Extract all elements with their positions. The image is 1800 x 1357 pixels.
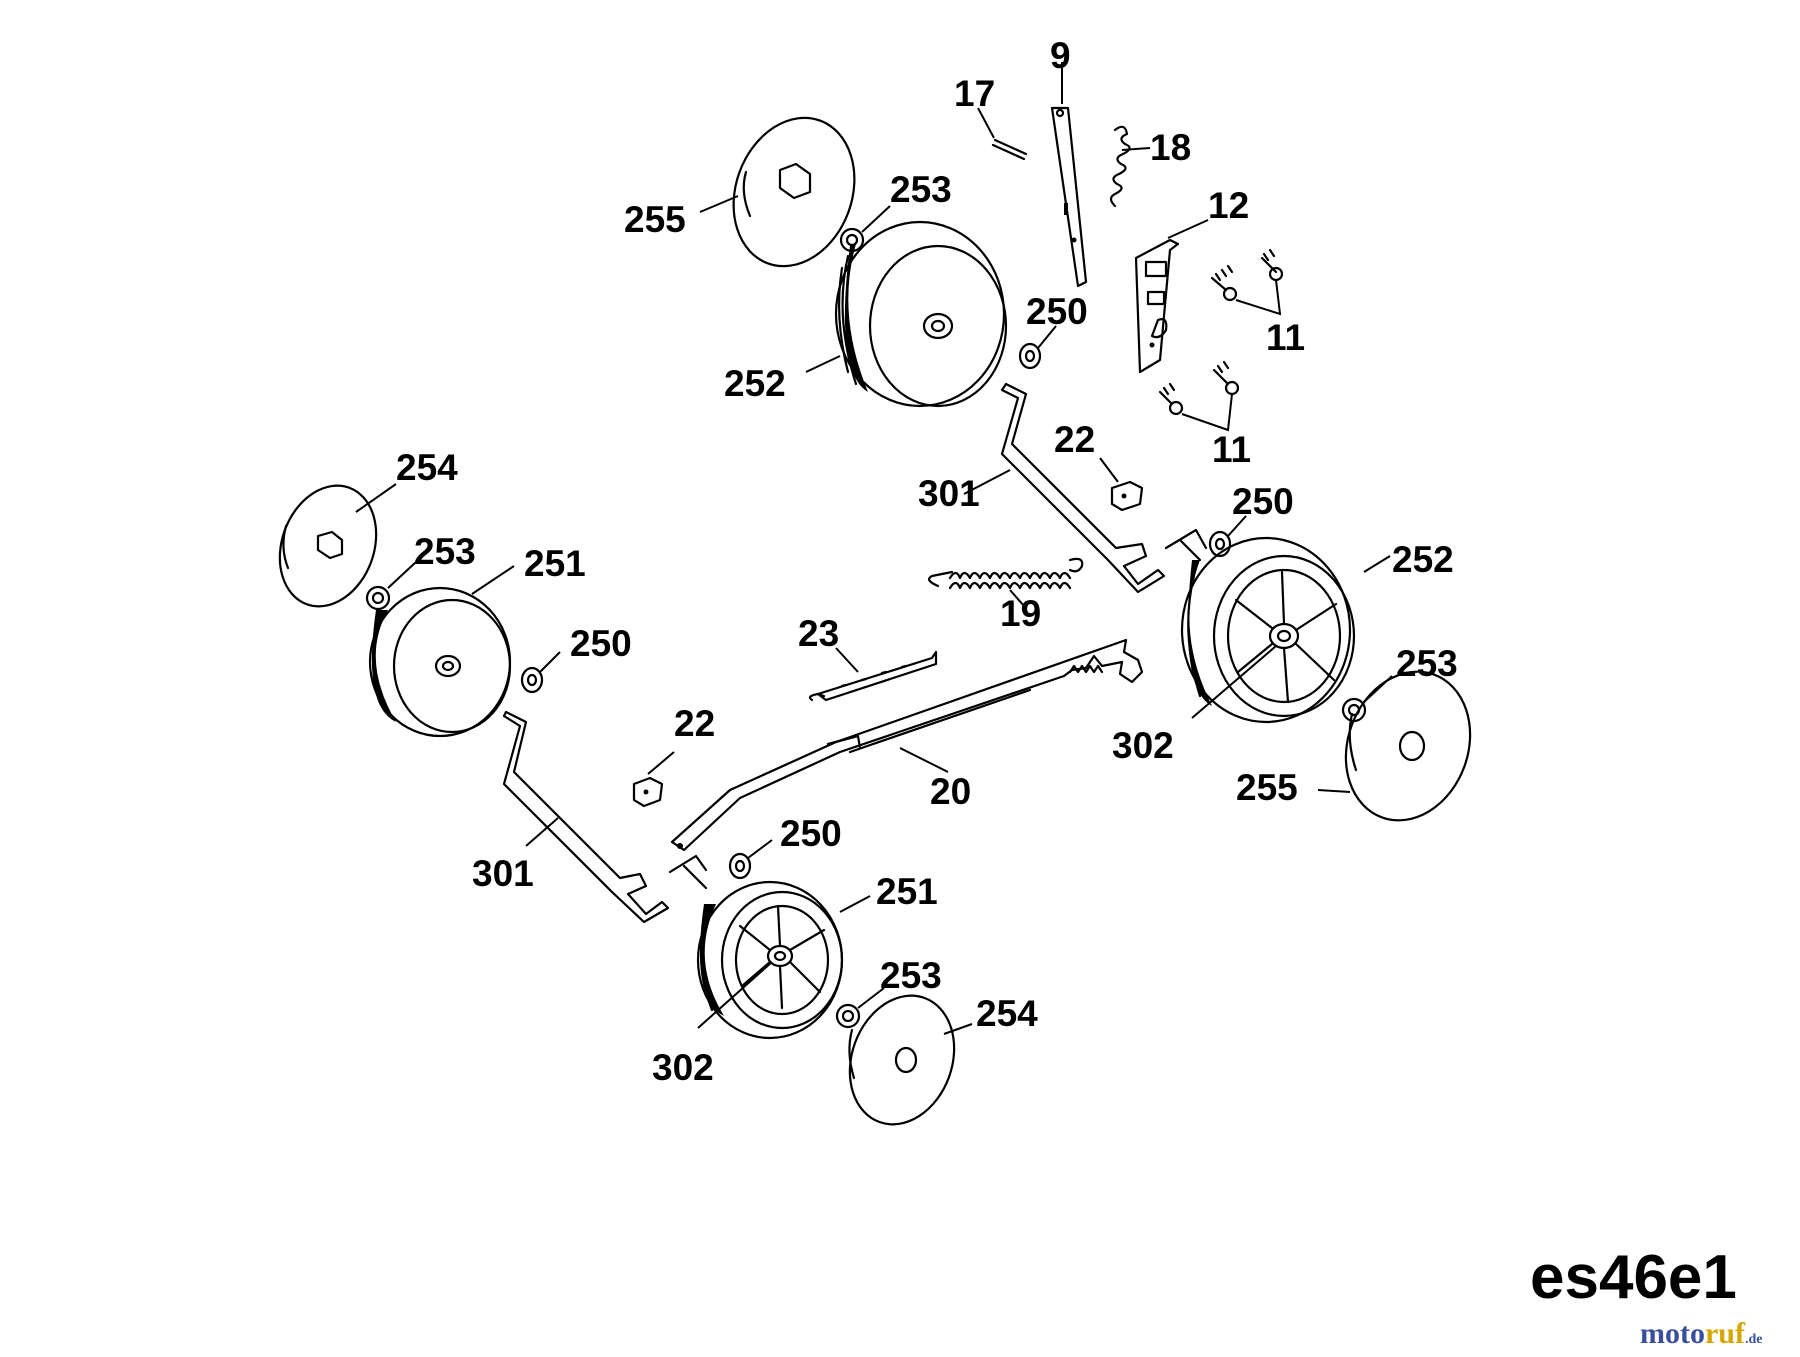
callout-255-right: 255 [1236, 767, 1298, 808]
part-302-hub-right [1191, 645, 1277, 719]
part-251-wheel-left [368, 565, 515, 738]
callout-254-left: 254 [396, 447, 458, 488]
callout-253-top: 253 [890, 169, 952, 210]
callout-250-left: 250 [570, 623, 632, 664]
part-22-clip-upper [1099, 457, 1144, 512]
part-251-wheel-bottom [696, 880, 871, 1040]
part-17-pin [977, 107, 1028, 161]
callout-12: 12 [1208, 185, 1249, 226]
callout-23: 23 [798, 613, 839, 654]
callout-22-lower: 22 [674, 703, 715, 744]
part-252-wheel-top [805, 220, 1008, 408]
part-22-clip-lower [632, 751, 675, 808]
part-254-hubcap-left [278, 483, 397, 608]
part-19-spring [928, 557, 1084, 607]
callout-253-bottom: 253 [880, 955, 942, 996]
part-11-screws-lower [1158, 360, 1240, 432]
part-254-hubcap-bottom [848, 994, 973, 1126]
callout-250-bottom: 250 [780, 813, 842, 854]
watermark-logo: motoruf.de [1640, 1317, 1762, 1350]
svg-text:motoruf.de: motoruf.de [1640, 1317, 1762, 1350]
part-250-washer-top [1018, 325, 1057, 370]
callout-253-left: 253 [414, 531, 476, 572]
diagram-code: es46e1 [1530, 1243, 1737, 1312]
part-253-nut-bottom [835, 987, 885, 1029]
part-12-plate [1134, 219, 1209, 374]
callout-252-right: 252 [1392, 539, 1454, 580]
part-18-spring [1109, 125, 1151, 208]
callout-301-upper: 301 [918, 473, 980, 514]
callout-20: 20 [930, 771, 971, 812]
callout-302-right: 302 [1112, 725, 1174, 766]
callout-253-right: 253 [1396, 643, 1458, 684]
callout-254-bottom: 254 [976, 993, 1038, 1034]
part-301-axle-upper [963, 382, 1208, 594]
part-250-washer-right [1208, 515, 1247, 558]
callout-302-bottom: 302 [652, 1047, 714, 1088]
callout-251-bottom: 251 [876, 871, 938, 912]
callout-17: 17 [954, 73, 995, 114]
callout-252-top: 252 [724, 363, 786, 404]
callout-9: 9 [1050, 35, 1071, 76]
callout-250-right: 250 [1232, 481, 1294, 522]
part-255-hubcap-top [699, 116, 856, 268]
callout-301-lower: 301 [472, 853, 534, 894]
part-9-adjust-rod [1050, 62, 1088, 288]
callout-labels: 9 17 18 12 11 11 255 253 250 252 22 301 … [396, 35, 1458, 1088]
part-250-washer-left [520, 651, 561, 694]
callout-255-top: 255 [624, 199, 686, 240]
part-20-lever [670, 638, 1144, 852]
callout-18: 18 [1150, 127, 1191, 168]
part-301-axle-lower [502, 710, 708, 924]
callout-11-upper: 11 [1266, 317, 1305, 358]
part-11-screws-upper [1210, 248, 1284, 316]
part-253-nut-left [365, 561, 417, 611]
part-255-hubcap-right [1317, 670, 1472, 822]
callout-22-upper: 22 [1054, 419, 1095, 460]
callout-11-lower: 11 [1212, 429, 1251, 470]
part-302-hub-bottom [697, 961, 773, 1029]
callout-19: 19 [1000, 593, 1041, 634]
part-23-bar [808, 647, 938, 702]
part-250-washer-bottom [728, 839, 773, 880]
callout-250-top: 250 [1026, 291, 1088, 332]
part-252-wheel-right [1180, 536, 1391, 724]
callout-251-left: 251 [524, 543, 586, 584]
